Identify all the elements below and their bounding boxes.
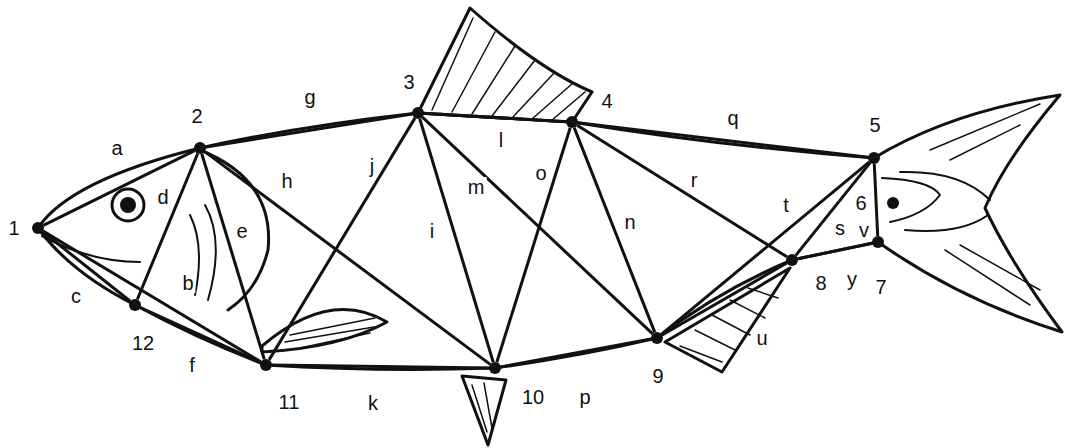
distance-label: m (466, 177, 487, 197)
distance-label: j (368, 156, 376, 176)
distance-label: k (366, 393, 380, 413)
truss-line (272, 365, 489, 368)
anal-fin (665, 268, 790, 372)
landmark-number: 9 (652, 366, 663, 386)
landmark-point: 7 (872, 236, 884, 248)
fin-rays (285, 318, 380, 348)
distance-label: h (279, 171, 294, 191)
truss-line (43, 231, 261, 362)
truss-line (497, 128, 570, 363)
truss-line (205, 152, 490, 365)
distance-label: p (577, 387, 592, 407)
landmark-point: 5 (868, 152, 880, 164)
dorsal-outline (38, 113, 874, 228)
distance-label: v (857, 220, 871, 240)
truss-line (420, 119, 494, 363)
landmark-number: 3 (403, 72, 414, 92)
distance-label: b (180, 273, 195, 293)
distance-label: l (497, 130, 505, 150)
distance-label: e (234, 221, 249, 241)
landmark-point: 8 (786, 254, 798, 266)
pelvic-fin (462, 376, 506, 445)
truss-line (269, 118, 415, 360)
landmark-point: 10 (489, 362, 501, 374)
landmark-point: 3 (412, 107, 424, 119)
distance-label: u (754, 328, 769, 348)
landmark-point: 4 (566, 116, 578, 128)
truss-line (577, 125, 787, 257)
landmark-number: 7 (875, 277, 886, 297)
distance-label: y (845, 269, 859, 289)
landmark-point: 11 (260, 359, 272, 371)
landmark-number: 11 (279, 392, 300, 412)
landmark-number: 8 (815, 273, 826, 293)
distance-label: c (69, 286, 83, 306)
distance-label: t (781, 195, 791, 215)
fin-rays (680, 288, 778, 362)
distance-label: q (725, 108, 740, 128)
truss-line (43, 232, 131, 302)
truss-line (798, 243, 872, 259)
landmark-number: 4 (601, 91, 612, 111)
truss-line (202, 154, 265, 360)
distance-label: g (302, 87, 317, 107)
landmark-number: 2 (191, 106, 202, 126)
fin-rays (432, 18, 585, 120)
distance-label: n (622, 212, 637, 232)
truss-line (206, 114, 412, 147)
tail-base (882, 178, 940, 222)
truss-line (424, 113, 566, 121)
landmark-number: 10 (522, 387, 544, 407)
landmark-point: 1 (32, 222, 44, 234)
distance-label: s (833, 218, 847, 238)
landmark-point: 12 (129, 299, 141, 311)
landmark-number: 12 (132, 333, 154, 353)
landmark-number: 1 (8, 218, 19, 238)
truss-line (662, 162, 870, 334)
landmark-point: 6 (887, 197, 899, 209)
truss-line (501, 339, 651, 367)
distance-label: f (187, 355, 197, 375)
eye (112, 189, 144, 221)
dorsal-fin (418, 8, 592, 122)
fin-rays (472, 383, 492, 432)
pupil (120, 197, 136, 213)
tail-hatching (930, 104, 1040, 305)
distance-label: i (428, 221, 436, 241)
truss-line (140, 307, 260, 362)
truss-line (662, 263, 787, 335)
distance-label: o (533, 163, 548, 183)
distance-label: a (109, 138, 124, 158)
truss-line (137, 154, 197, 300)
landmark-number: 5 (869, 115, 880, 135)
pectoral-fin (262, 309, 387, 352)
truss-line (796, 163, 870, 256)
landmark-point: 2 (194, 142, 206, 154)
distance-label: d (155, 187, 170, 207)
truss-line (874, 164, 877, 236)
landmark-point: 9 (651, 332, 663, 344)
truss-line (574, 128, 655, 333)
distance-label: r (689, 170, 700, 190)
caudal-fin (874, 95, 1062, 332)
landmark-number: 6 (855, 193, 866, 213)
